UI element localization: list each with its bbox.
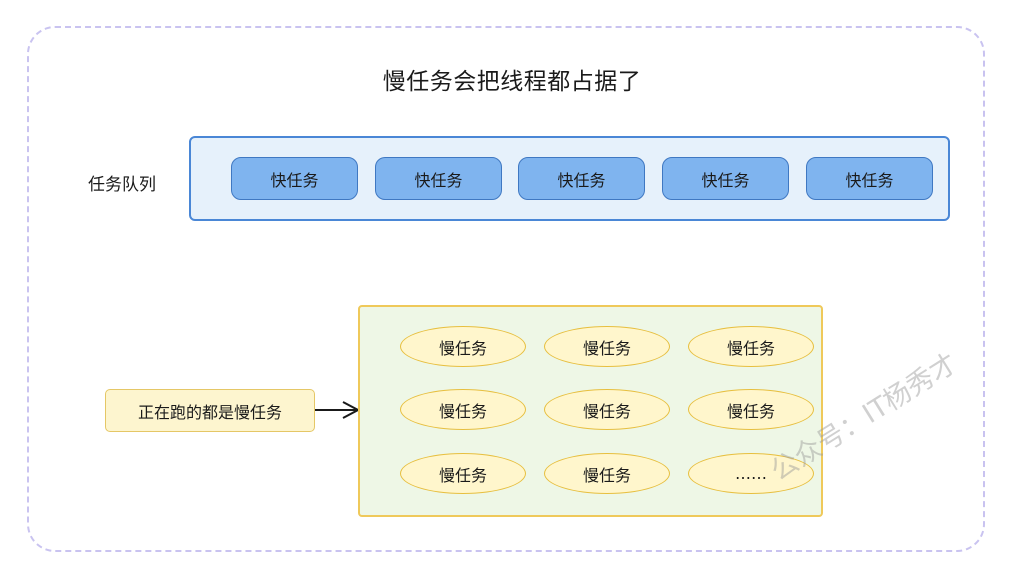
slow-task-1: 慢任务	[400, 326, 526, 367]
queue-label: 任务队列	[88, 175, 156, 195]
fast-task-3: 快任务	[518, 157, 645, 200]
fast-task-5: 快任务	[806, 157, 933, 200]
fast-task-1: 快任务	[231, 157, 358, 200]
slow-task-7: 慢任务	[400, 453, 526, 494]
fast-task-4: 快任务	[662, 157, 789, 200]
diagram-frame	[27, 26, 985, 552]
arrow-icon	[315, 401, 360, 419]
slow-task-ellipsis: ……	[688, 453, 814, 494]
slow-task-4: 慢任务	[400, 389, 526, 430]
fast-task-2: 快任务	[375, 157, 502, 200]
slow-task-5: 慢任务	[544, 389, 670, 430]
slow-task-3: 慢任务	[688, 326, 814, 367]
diagram-title: 慢任务会把线程都占据了	[382, 69, 642, 95]
slow-task-2: 慢任务	[544, 326, 670, 367]
slow-task-8: 慢任务	[544, 453, 670, 494]
slow-task-6: 慢任务	[688, 389, 814, 430]
running-label-box: 正在跑的都是慢任务	[105, 389, 315, 432]
